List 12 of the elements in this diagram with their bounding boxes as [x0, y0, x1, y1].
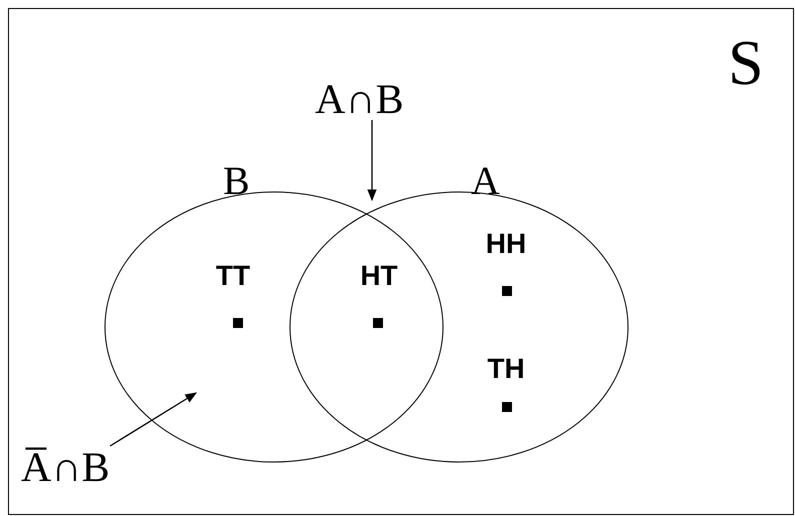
outcome-label: HH: [486, 230, 526, 258]
set-name: B: [223, 161, 250, 201]
set-expression: A∩B: [315, 79, 404, 121]
leader-arrow: [110, 392, 197, 447]
outcome-label: HT: [360, 262, 398, 290]
leader-arrow: [367, 120, 377, 202]
set-expression: A̅∩B: [21, 447, 110, 489]
sample-space-frame: [8, 8, 794, 515]
set-name: A: [471, 161, 500, 201]
outcome-label: TT: [216, 262, 250, 290]
outcome-label: TH: [487, 355, 525, 383]
set-name: S: [728, 31, 764, 95]
